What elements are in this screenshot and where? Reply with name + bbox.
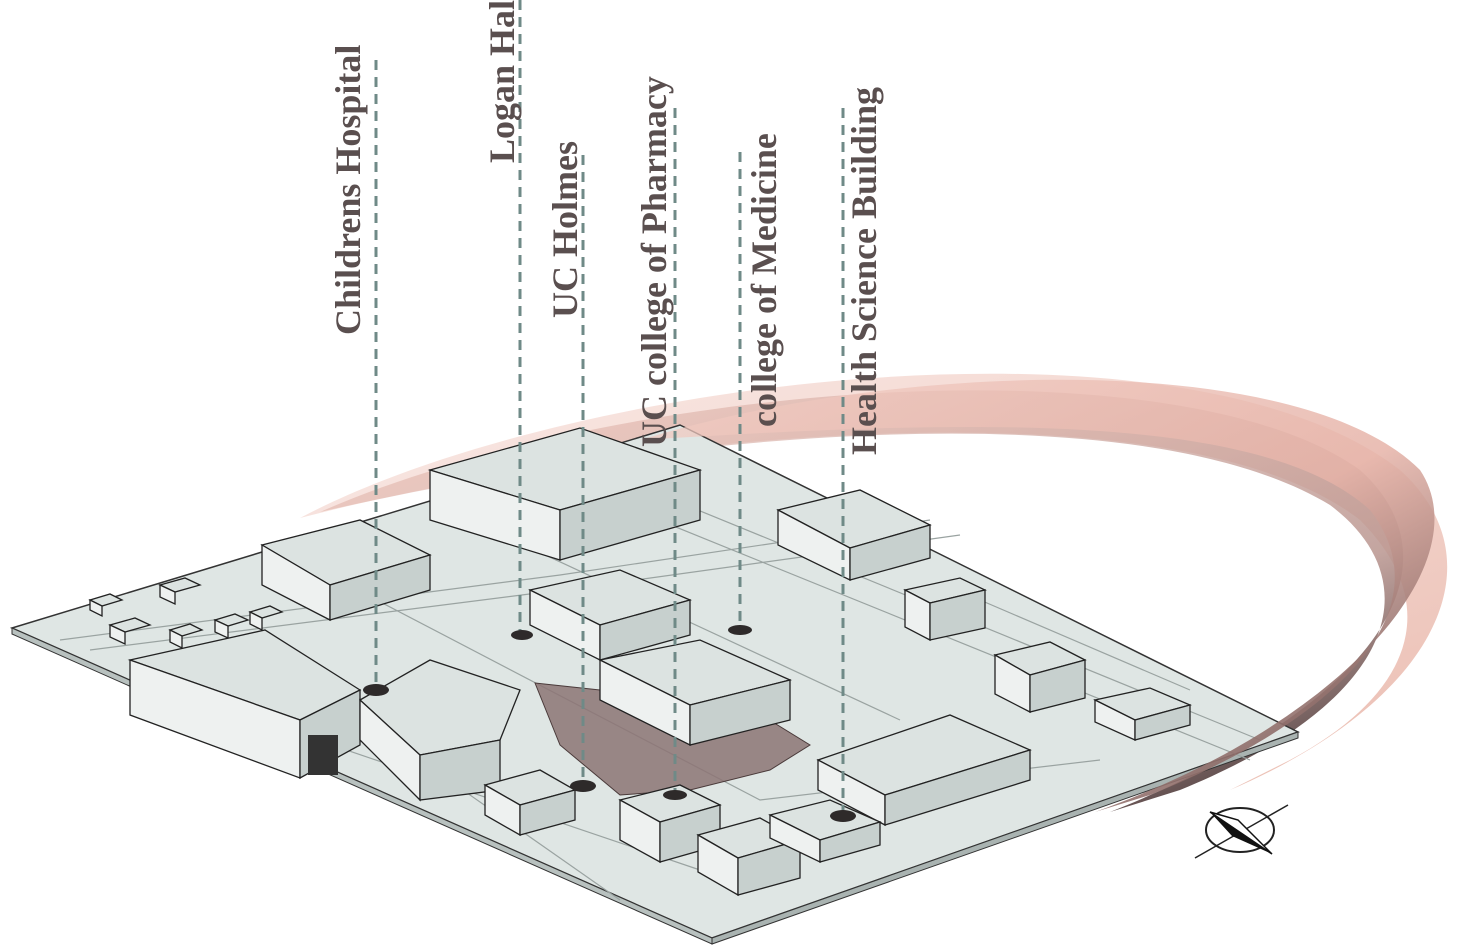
marker-uc-holmes	[570, 780, 596, 792]
marker-college-of-medicine	[728, 625, 752, 635]
label-uc-college-of-pharmacy: UC college of Pharmacy	[634, 76, 674, 447]
label-logan-hall: Logan Hall	[482, 0, 522, 163]
label-uc-holmes: UC Holmes	[545, 141, 585, 318]
marker-childrens-hospital	[363, 684, 389, 696]
north-arrow-icon	[1195, 805, 1288, 858]
marker-uc-college-of-pharmacy	[663, 790, 687, 800]
label-college-of-medicine: college of Medicine	[744, 133, 784, 427]
label-health-science-building: Health Science Building	[844, 87, 884, 455]
marker-logan-hall	[511, 630, 533, 640]
marker-health-science-building	[830, 810, 856, 822]
label-childrens-hospital: Childrens Hospital	[328, 45, 368, 335]
